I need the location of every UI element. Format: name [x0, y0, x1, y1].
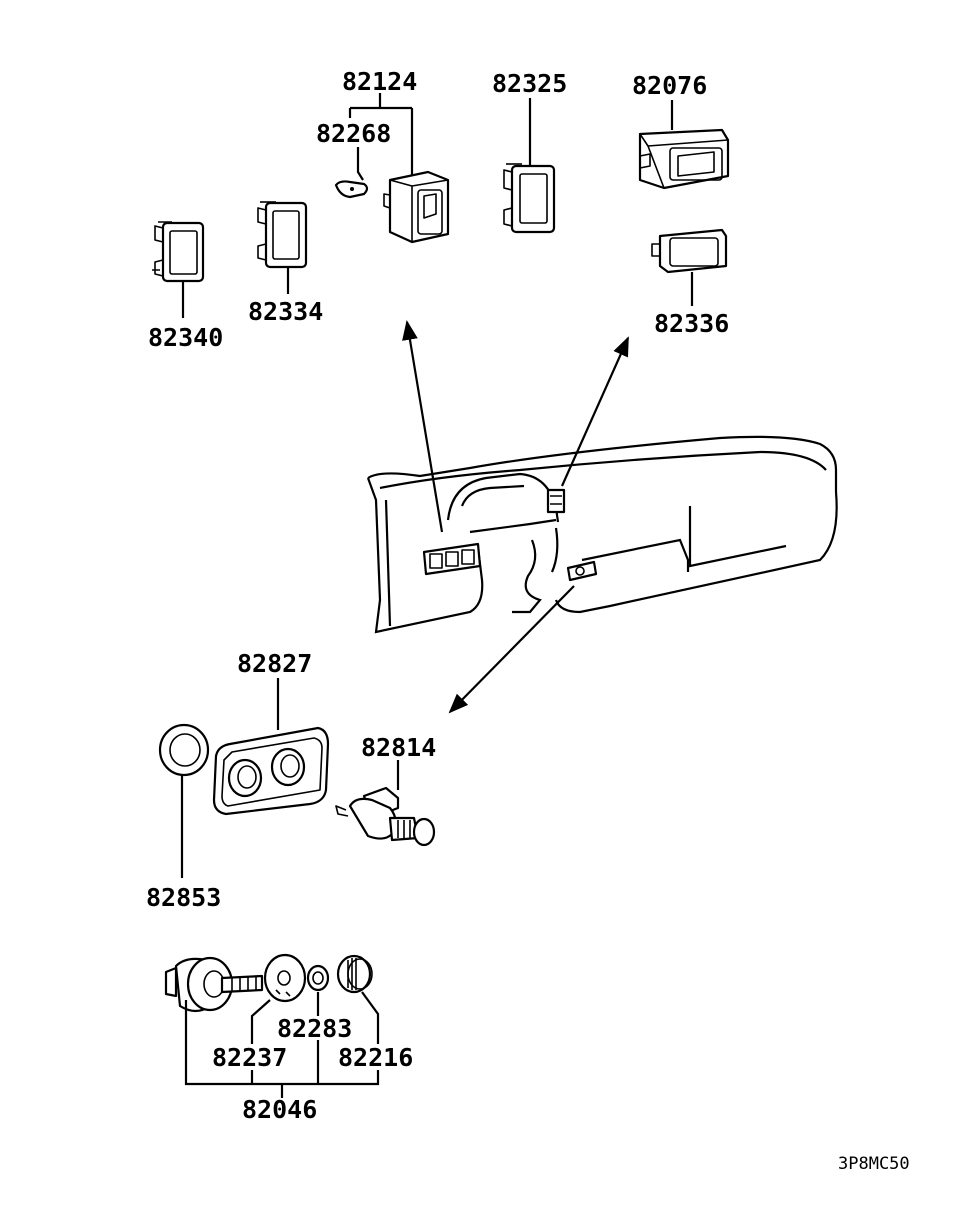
switch-82124	[383, 170, 450, 244]
switch-82336	[651, 228, 728, 274]
label-82283: 82283	[277, 1014, 352, 1043]
instrument-panel	[366, 435, 838, 634]
label-82827: 82827	[237, 649, 312, 678]
switch-assembly-82046	[164, 953, 380, 1098]
switch-82340	[152, 221, 205, 283]
switch-82334	[257, 201, 308, 269]
clip-82268	[334, 180, 369, 199]
label-82325: 82325	[492, 69, 567, 98]
pointer-arrows	[402, 320, 630, 714]
diagram-code: 3P8MC50	[838, 1154, 910, 1174]
leader-lines-top	[181, 93, 694, 318]
label-82336: 82336	[654, 309, 729, 338]
label-82216: 82216	[338, 1043, 413, 1072]
label-82124: 82124	[342, 67, 417, 96]
knob-82814	[335, 760, 436, 847]
ring-82853	[158, 723, 210, 878]
label-82334: 82334	[248, 297, 323, 326]
label-82853: 82853	[146, 883, 221, 912]
label-82814: 82814	[361, 733, 436, 762]
label-82046: 82046	[242, 1095, 317, 1124]
label-82340: 82340	[148, 323, 223, 352]
label-82268: 82268	[316, 119, 391, 148]
switch-82076	[638, 128, 730, 190]
bezel-82827	[212, 678, 330, 816]
label-82076: 82076	[632, 71, 707, 100]
switch-82325	[503, 163, 556, 234]
label-82237: 82237	[212, 1043, 287, 1072]
